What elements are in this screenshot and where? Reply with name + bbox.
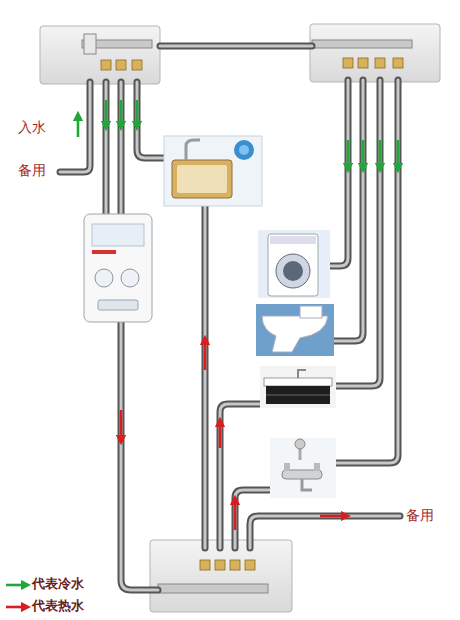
kitchen-sink — [164, 136, 262, 206]
flow-arrow — [78, 100, 398, 530]
pipe-label: 备用 — [406, 507, 434, 524]
legend-label: 代表热水 — [32, 598, 84, 614]
pipe-label: 入水 — [18, 119, 46, 136]
bathroom-cabinet — [260, 366, 336, 408]
manifold-box — [40, 24, 440, 612]
legend-arrow — [6, 585, 26, 607]
washing-machine — [258, 230, 330, 298]
pipe-label: 备用 — [18, 162, 46, 179]
toilet — [256, 304, 334, 356]
legend-label: 代表冷水 — [32, 576, 84, 592]
shower-mixer — [270, 438, 336, 498]
water-heater — [84, 214, 152, 322]
